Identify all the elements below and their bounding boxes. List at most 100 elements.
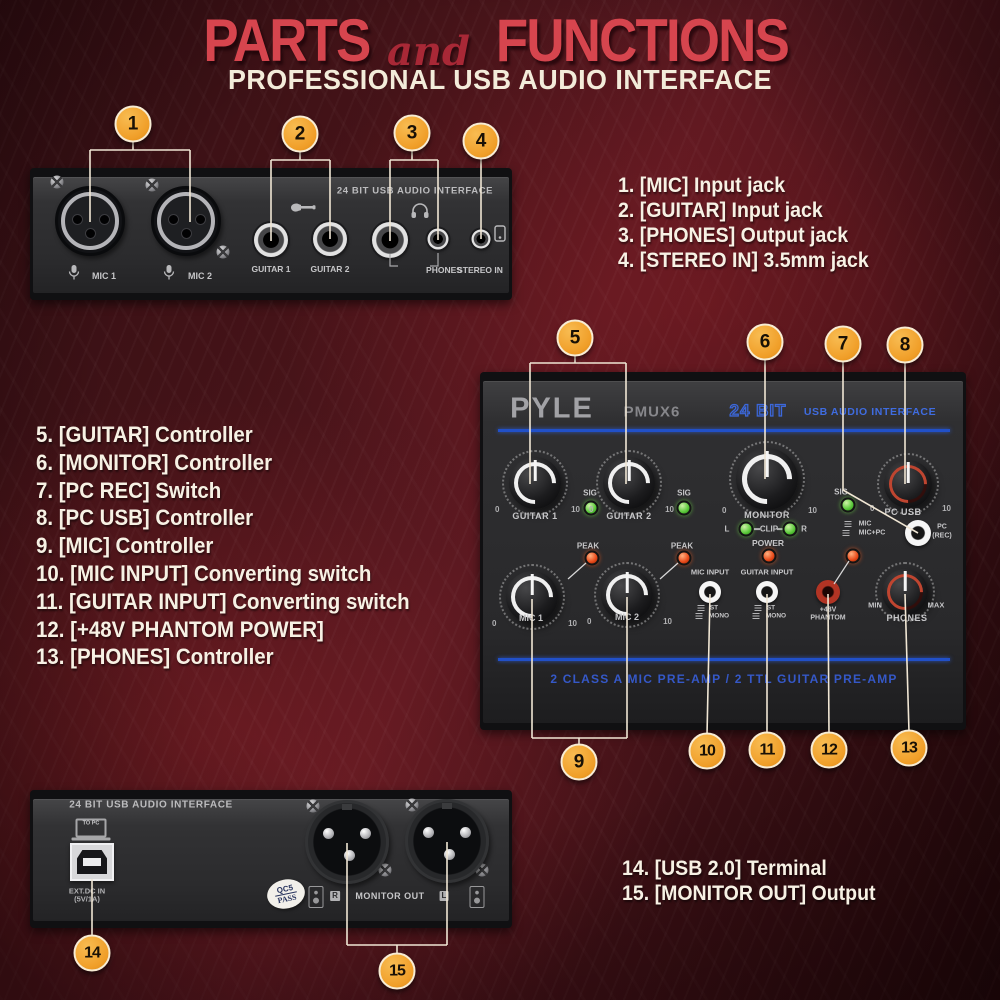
title-parts: PARTS [202, 7, 371, 74]
legend-item: 4. [STEREO IN] 3.5mm jack [618, 249, 869, 272]
legend-item: 1. [MIC] Input jack [618, 174, 786, 197]
mic-pc-switch-label: MIC+PC [858, 529, 886, 537]
callout-10: 10 [688, 732, 726, 770]
usb-audio-interface-label: USB AUDIO INTERFACE [803, 406, 937, 418]
microphone-icon [163, 265, 175, 286]
pc-rec-button [905, 520, 931, 546]
peak-led-mic2 [676, 550, 692, 566]
phones-jack-quarter [372, 222, 408, 258]
screw-icon [306, 799, 320, 813]
legend-item: 11. [GUITAR INPUT] Converting switch [36, 588, 410, 614]
legend-item: 15. [MONITOR OUT] Output [622, 882, 876, 905]
legend-item: 6. [MONITOR] Controller [36, 449, 273, 475]
mic1-label: MIC 1 [91, 271, 117, 281]
divider-line-top [498, 429, 950, 432]
mic-switch-label: MIC [858, 520, 872, 528]
divider-line-bottom [498, 658, 950, 661]
min-label: MIN [868, 600, 882, 610]
sig-led-guitar1 [583, 500, 599, 516]
mono-label: MONO [708, 612, 730, 619]
monitor-l-label: L [724, 524, 730, 534]
legend-rear: 14. [USB 2.0] Terminal 15. [MONITOR OUT]… [622, 856, 895, 906]
peak-led-mic1 [584, 550, 600, 566]
channel-r-badge: R [330, 891, 340, 901]
legend-item: 12. [+48V PHANTOM POWER] [36, 616, 324, 642]
mono-label: MONO [765, 612, 787, 619]
guitar1-knob-label: GUITAR 1 [512, 511, 558, 521]
sig-led-guitar2 [676, 500, 692, 516]
mic2-knob-label: MIC 2 [614, 612, 640, 622]
callout-8: 8 [886, 326, 924, 364]
callout-11: 11 [748, 731, 786, 769]
guitar1-jack [254, 223, 288, 257]
phones-knob-label: PHONES [886, 613, 928, 623]
clip-label: CLIP [759, 524, 779, 533]
guitar2-jack-label: GUITAR 2 [310, 264, 350, 274]
callout-6: 6 [746, 323, 784, 361]
callout-13: 13 [890, 729, 928, 767]
stereo-icon [754, 605, 762, 611]
phantom-button [816, 580, 840, 604]
callout-2: 2 [281, 115, 319, 153]
guitar2-knob-label: GUITAR 2 [606, 511, 652, 521]
phantom-label-1: +48V [819, 606, 837, 614]
rear-connection-panel: 24 BIT USB AUDIO INTERFACE TO PC EXT.DC … [30, 790, 512, 928]
st-label: ST [709, 604, 719, 612]
title-functions: FUNCTIONS [496, 7, 790, 74]
sig-led-pcusb [840, 497, 856, 513]
legend-item: 3. [PHONES] Output jack [618, 224, 849, 247]
callout-1: 1 [114, 105, 152, 143]
legend-item: 7. [PC REC] Switch [36, 477, 222, 503]
legend-item: 8. [PC USB] Controller [36, 505, 254, 531]
monitor-out-l-connector [405, 799, 489, 883]
legend-item: 5. [GUITAR] Controller [36, 422, 253, 447]
guitar-input-label: GUITAR INPUT [740, 567, 794, 577]
screw-icon [216, 245, 230, 259]
mic-source-icon [844, 521, 852, 527]
monitor-out-r-connector [305, 800, 389, 884]
channel-l-badge: L [439, 891, 449, 901]
usb-b-port [70, 843, 114, 881]
legend-io: 1. [MIC] Input jack 2. [GUITAR] Input ja… [618, 173, 888, 273]
rear-io-panel-title: 24 BIT USB AUDIO INTERFACE [336, 185, 494, 197]
model-label: PMUX6 [623, 403, 681, 421]
guitar-input-button [756, 581, 778, 603]
stereo-in-label: STEREO IN [457, 265, 503, 275]
speaker-icon [469, 886, 485, 908]
mono-icon [752, 612, 760, 619]
brand-logo: PYLE [510, 392, 594, 425]
monitor-out-label: MONITOR OUT [355, 891, 425, 901]
legend-item: 13. [PHONES] Controller [36, 644, 274, 670]
monitor-r-label: R [801, 524, 807, 534]
pc-rec-label-2: (REC) [932, 532, 952, 540]
legend-item: 9. [MIC] Controller [36, 533, 214, 559]
guitar-icon [290, 201, 316, 219]
mic1-xlr-jack [55, 186, 125, 256]
power-led [761, 548, 777, 564]
callout-5: 5 [556, 319, 594, 357]
screw-icon [405, 798, 419, 812]
title-and: and [386, 28, 470, 75]
screw-icon [145, 178, 159, 192]
mic-input-button [699, 581, 721, 603]
microphone-icon [68, 265, 80, 286]
guitar1-jack-label: GUITAR 1 [251, 264, 291, 274]
mic2-label: MIC 2 [187, 271, 213, 281]
headphones-icon [410, 202, 430, 224]
screw-icon [50, 175, 64, 189]
bit-badge: 24 BIT [729, 400, 787, 420]
speaker-icon [308, 886, 324, 908]
max-label: MAX [927, 600, 945, 610]
preamp-footer-label: 2 CLASS A MIC PRE-AMP / 2 TTL GUITAR PRE… [550, 672, 898, 686]
peak-label: PEAK [670, 541, 694, 551]
phones-jack-mini [427, 228, 449, 250]
page-title: PARTS and FUNCTIONS [0, 6, 1000, 75]
callout-14: 14 [73, 934, 111, 972]
legend-item: 10. [MIC INPUT] Converting switch [36, 560, 372, 586]
page-subtitle: PROFESSIONAL USB AUDIO INTERFACE [227, 64, 773, 95]
